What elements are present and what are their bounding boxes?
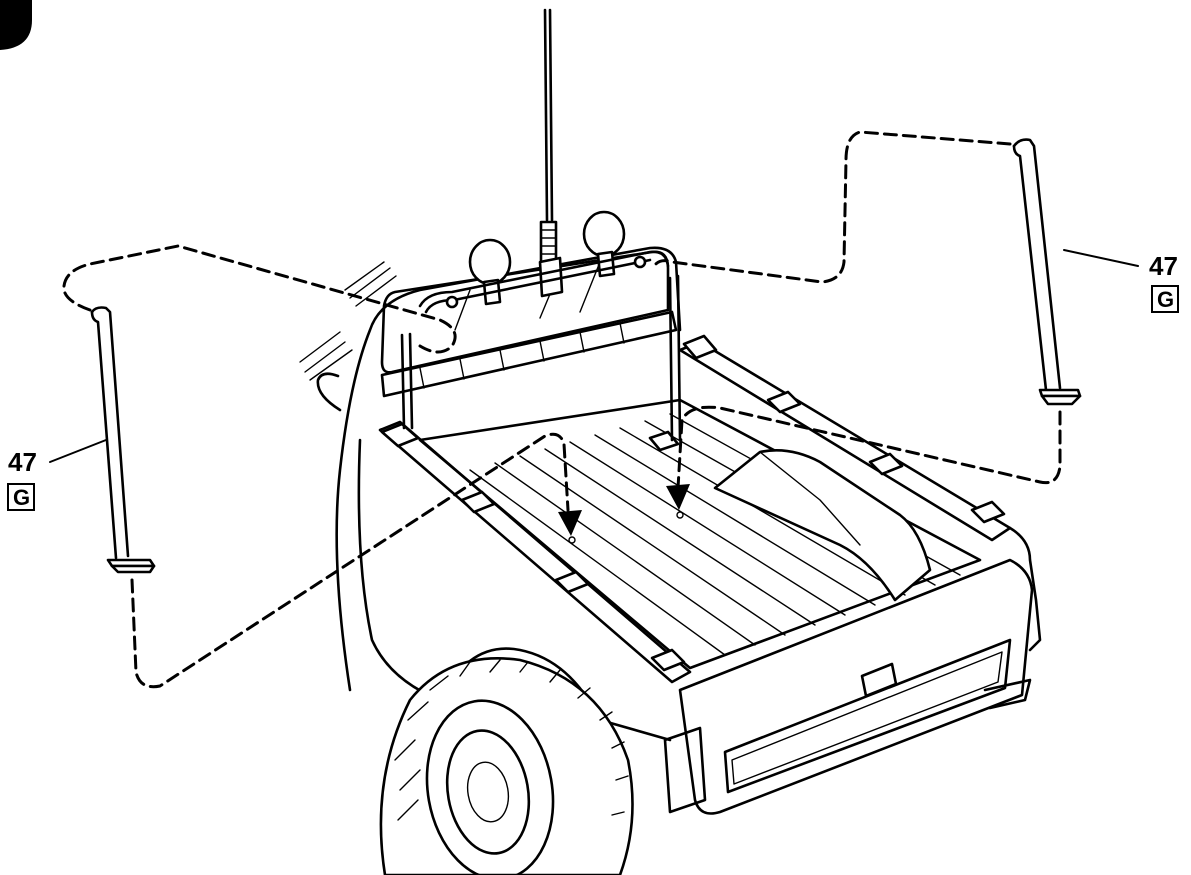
arrow-mount-right: [666, 484, 690, 510]
callout-left-part-number: 47: [8, 447, 37, 477]
wheel-well-hump: [713, 449, 932, 602]
pickup-truck: [299, 246, 1042, 875]
roof-light-right: [582, 210, 626, 258]
tailgate-handle[interactable]: [860, 662, 898, 698]
arrow-mount-left: [558, 510, 582, 536]
callout-left-part-letter: G: [13, 485, 30, 510]
light-bar-tube: [400, 250, 682, 442]
bed-floor: [418, 398, 982, 670]
callout-right-part-number: 47: [1149, 251, 1178, 281]
taillight: [663, 726, 707, 814]
bed-rail-left: [378, 420, 692, 684]
tube-part-right: [1012, 138, 1082, 406]
callout-right-letter-box: [1151, 285, 1179, 313]
callout-left: 47 G: [7, 439, 107, 511]
step-marker: [0, 0, 32, 50]
headboard-bar: [380, 310, 678, 398]
callout-right: 47 G: [1063, 249, 1179, 313]
tailgate: [678, 558, 1034, 815]
antenna: [538, 8, 564, 298]
tube-part-left: [90, 306, 156, 574]
callout-left-letter-box: [7, 483, 35, 511]
assembly-guide-lines: [62, 130, 1062, 689]
callout-right-part-letter: G: [1157, 287, 1174, 312]
truck-cab: [335, 246, 682, 692]
rear-tire: [379, 657, 634, 875]
roof-light-left: [468, 238, 512, 286]
